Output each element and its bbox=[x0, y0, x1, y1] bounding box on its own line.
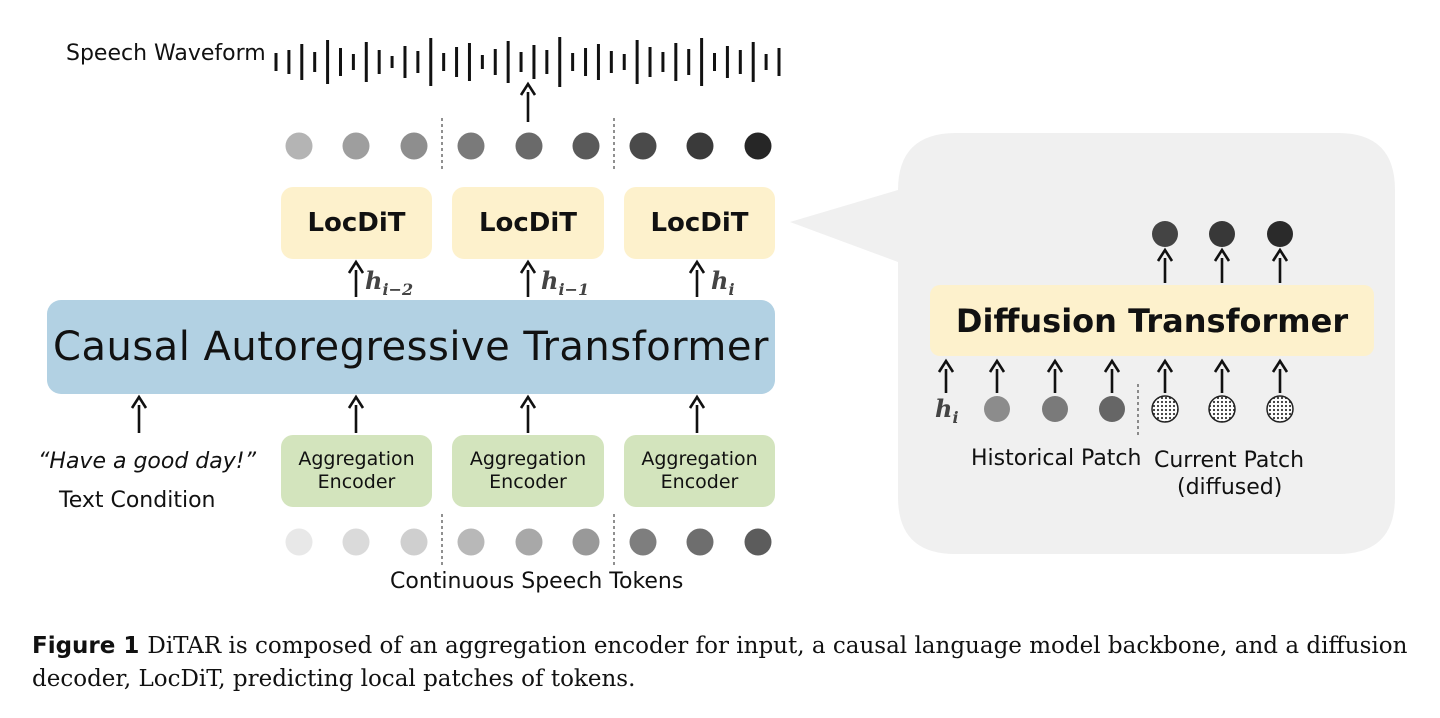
input-token-dot bbox=[400, 528, 428, 556]
arrow-head bbox=[1271, 358, 1289, 373]
diffused-token-dot bbox=[1266, 395, 1294, 423]
arrow-head bbox=[1271, 247, 1289, 262]
arrow-head bbox=[937, 358, 955, 373]
continuous-tokens-label: Continuous Speech Tokens bbox=[390, 569, 684, 594]
text-condition-label: Text Condition bbox=[59, 488, 216, 513]
input-token-dot bbox=[629, 528, 657, 556]
history-token-dot bbox=[984, 396, 1010, 422]
dit-output-token-dot bbox=[1209, 221, 1235, 247]
dit-output-token-dot bbox=[1267, 221, 1293, 247]
arrow-head bbox=[988, 358, 1006, 373]
arrow-head bbox=[688, 394, 706, 409]
arrow-head bbox=[1046, 358, 1064, 373]
speech-waveform-bars bbox=[274, 37, 781, 87]
input-token-dot bbox=[515, 528, 543, 556]
hidden-state-label-3: hi bbox=[711, 266, 735, 299]
diffused-token-dot bbox=[1208, 395, 1236, 423]
locdit-box-2: LocDiT bbox=[452, 187, 604, 259]
input-token-dot bbox=[744, 528, 772, 556]
output-token-dot bbox=[400, 132, 428, 160]
locdit-box-3: LocDiT bbox=[624, 187, 775, 259]
locdit-box-1: LocDiT bbox=[281, 187, 432, 259]
hidden-state-label-2: hi−1 bbox=[541, 266, 590, 299]
arrow-head bbox=[1213, 358, 1231, 373]
dashed-separators bbox=[441, 118, 1139, 566]
history-token-dot bbox=[1099, 396, 1125, 422]
hidden-state-label-1: hi−2 bbox=[365, 266, 414, 299]
output-token-dots bbox=[285, 132, 772, 160]
dit-token-dots bbox=[984, 221, 1294, 423]
input-token-dot bbox=[572, 528, 600, 556]
arrow-head bbox=[1213, 247, 1231, 262]
input-token-dot bbox=[686, 528, 714, 556]
caption-text: DiTAR is composed of an aggregation enco… bbox=[32, 633, 1408, 692]
arrow-head bbox=[688, 259, 706, 274]
output-token-dot bbox=[457, 132, 485, 160]
input-token-dot bbox=[342, 528, 370, 556]
speech-waveform-label: Speech Waveform bbox=[66, 41, 266, 66]
input-token-dot bbox=[457, 528, 485, 556]
causal-transformer-box: Causal Autoregressive Transformer bbox=[47, 300, 775, 394]
output-token-dot bbox=[686, 132, 714, 160]
output-token-dot bbox=[342, 132, 370, 160]
diffused-token-dot bbox=[1151, 395, 1179, 423]
historical-patch-label: Historical Patch bbox=[971, 446, 1142, 471]
arrow-head bbox=[347, 259, 365, 274]
arrow-head bbox=[130, 394, 148, 409]
output-token-dot bbox=[629, 132, 657, 160]
arrow-head bbox=[1156, 247, 1174, 262]
current-patch-label: Current Patch bbox=[1154, 448, 1305, 473]
arrow-head bbox=[519, 259, 537, 274]
input-token-dot bbox=[285, 528, 313, 556]
output-token-dot bbox=[744, 132, 772, 160]
dit-output-token-dot bbox=[1152, 221, 1178, 247]
arrow-head bbox=[347, 394, 365, 409]
output-token-dot bbox=[572, 132, 600, 160]
dit-input-state-label: hi bbox=[935, 394, 959, 427]
input-token-dots bbox=[285, 528, 772, 556]
arrow-head bbox=[519, 81, 537, 96]
arrow-head bbox=[1156, 358, 1174, 373]
history-token-dot bbox=[1042, 396, 1068, 422]
output-token-dot bbox=[285, 132, 313, 160]
text-quote: “Have a good day!” bbox=[38, 449, 256, 474]
diffusion-transformer-box: Diffusion Transformer bbox=[930, 285, 1374, 356]
arrows bbox=[130, 81, 1289, 433]
current-patch-sublabel: (diffused) bbox=[1177, 475, 1283, 500]
arrow-head bbox=[1103, 358, 1121, 373]
arrow-head bbox=[519, 394, 537, 409]
output-token-dot bbox=[515, 132, 543, 160]
figure-label: Figure 1 bbox=[32, 633, 140, 659]
